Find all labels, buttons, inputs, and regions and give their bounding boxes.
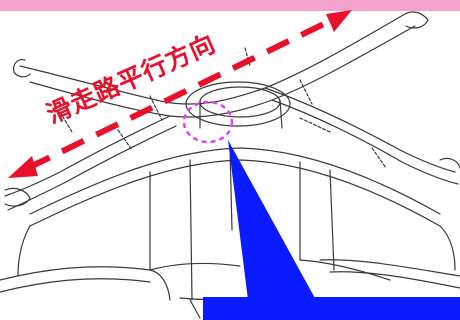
web-line-mid-left <box>189 159 193 301</box>
left-box-edge <box>17 225 31 277</box>
direction-arrow-line <box>26 17 334 171</box>
weld-seam-4 <box>117 129 133 151</box>
weld-seam-2 <box>299 79 313 105</box>
central-ring-outer <box>185 81 291 127</box>
web-bottom-left <box>149 262 241 271</box>
right-arm-upper-edge <box>271 99 459 185</box>
arrowhead-left <box>8 156 38 178</box>
weld-seam-6 <box>59 111 73 133</box>
web-bottom-right <box>299 259 391 281</box>
web-line-right <box>329 169 335 271</box>
callout-box <box>203 297 460 320</box>
weld-seam-7 <box>371 147 387 169</box>
lower-left-flange-edge <box>0 278 151 293</box>
right-flange-curl <box>439 157 460 169</box>
highlight-circle <box>182 100 234 144</box>
weld-seam-1 <box>149 95 163 121</box>
lower-right-flange <box>319 259 460 277</box>
ring-stiffener-right <box>279 99 283 129</box>
weld-seam-3 <box>299 117 331 133</box>
right-arm-upper <box>264 87 456 173</box>
box-top-curve-lower <box>29 159 441 227</box>
upper-left-flange-lower-edge <box>29 25 416 118</box>
left-flange-curl <box>4 187 31 207</box>
bottom-web-end <box>189 299 201 319</box>
lower-right-flange-edge <box>329 271 460 289</box>
arrowhead-right <box>326 10 352 32</box>
lower-left-flange <box>0 266 171 301</box>
left-arm-lower <box>4 115 171 197</box>
callout-pointer <box>228 140 316 300</box>
top-left-flange-curl <box>13 59 31 78</box>
top-right-flange-curl <box>404 11 429 29</box>
top-color-band <box>0 0 460 11</box>
right-box-edge <box>439 225 456 271</box>
web-line-center <box>229 147 233 231</box>
box-top-curve <box>29 147 441 215</box>
direction-arrow <box>8 10 352 178</box>
